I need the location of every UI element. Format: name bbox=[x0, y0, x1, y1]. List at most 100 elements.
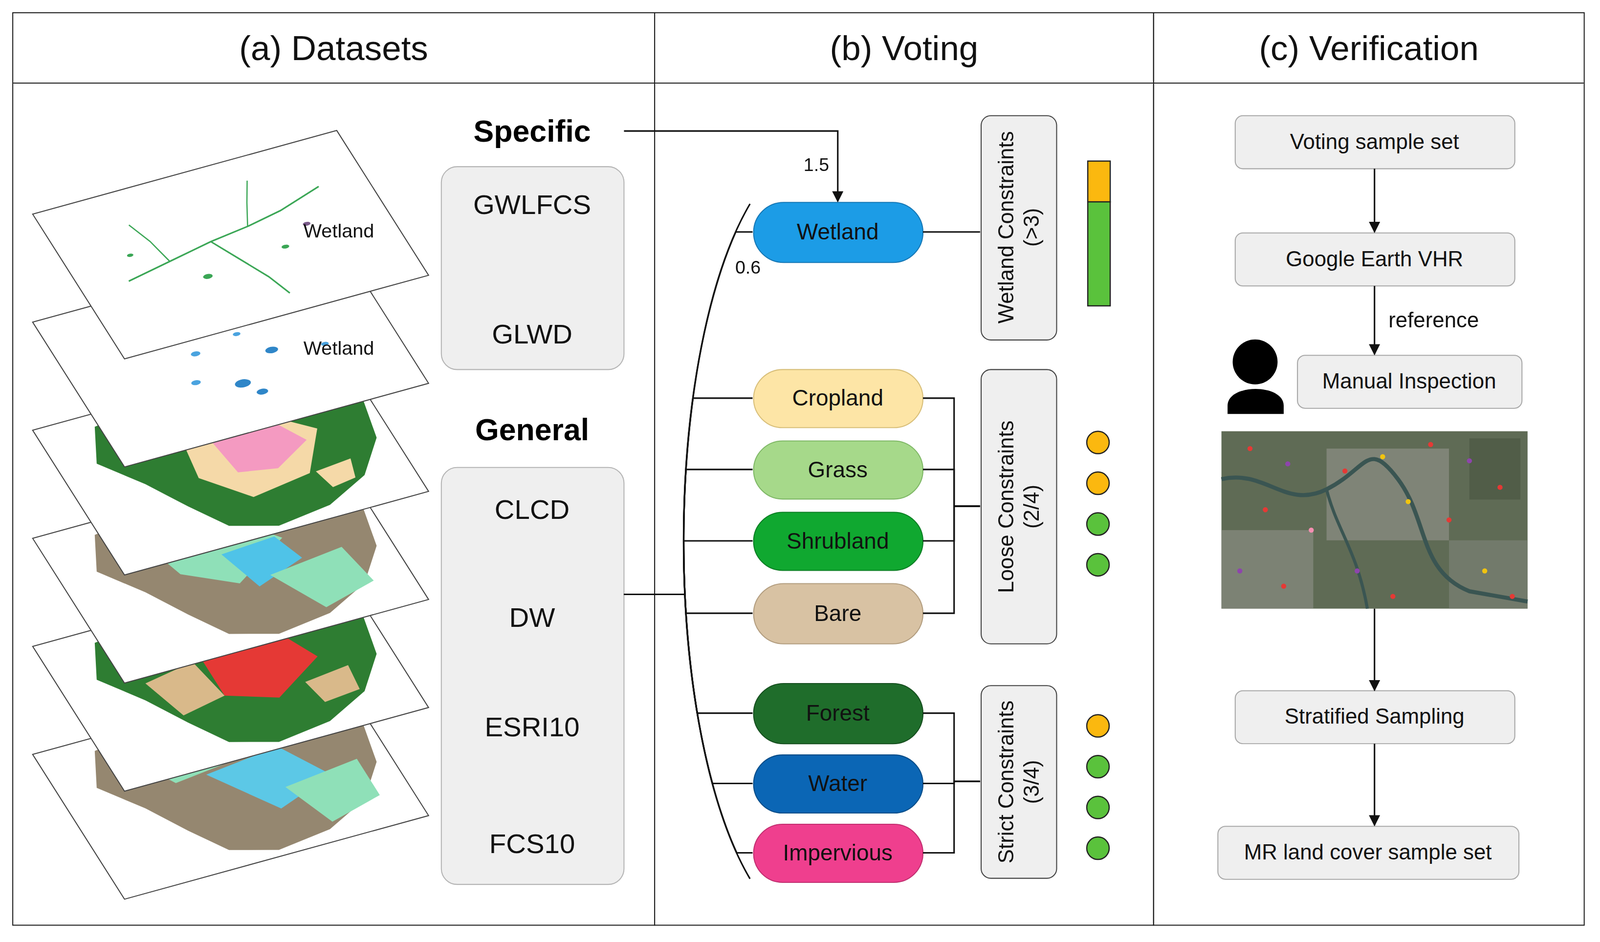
connector bbox=[623, 131, 838, 202]
connector bbox=[922, 713, 981, 783]
land-patch bbox=[171, 399, 345, 508]
land-patch bbox=[201, 738, 342, 822]
process-box: MR land cover sample set bbox=[1216, 825, 1519, 880]
land-area bbox=[70, 675, 419, 884]
sample-point bbox=[1446, 517, 1452, 523]
class-pill: Grass bbox=[752, 439, 923, 500]
dataset-box: CLCDDWESRI10FCS10 bbox=[440, 466, 625, 886]
map-layer bbox=[32, 130, 429, 359]
layer-label: Wetland bbox=[303, 337, 375, 361]
sample-point bbox=[1354, 568, 1360, 574]
connector bbox=[623, 398, 753, 595]
constraint-box: Wetland Constraints (>3) bbox=[980, 114, 1057, 341]
vegetation-patch bbox=[1469, 438, 1521, 500]
wetland-network bbox=[129, 220, 171, 266]
edge-label: reference bbox=[1388, 307, 1479, 333]
land-area bbox=[70, 567, 419, 776]
land-patch bbox=[137, 501, 301, 601]
sample-point bbox=[1285, 461, 1291, 467]
map-layer bbox=[32, 455, 429, 684]
panel: (c) VerificationVoting sample setGoogle … bbox=[1153, 12, 1585, 927]
edge-label: 0.6 bbox=[735, 257, 761, 280]
connector bbox=[922, 469, 981, 507]
sample-point bbox=[1237, 568, 1243, 574]
edge-label: 1.5 bbox=[803, 154, 830, 176]
constraint-box: Strict Constraints (3/4) bbox=[980, 684, 1057, 879]
indicator-dot bbox=[1086, 431, 1110, 455]
river bbox=[1326, 489, 1368, 610]
layer-sheet bbox=[32, 455, 429, 684]
connector bbox=[623, 541, 753, 595]
connector bbox=[922, 506, 981, 542]
wetland-network bbox=[222, 180, 272, 227]
connector bbox=[922, 231, 981, 233]
layer-sheet bbox=[32, 671, 429, 900]
class-pill: Wetland bbox=[752, 201, 923, 263]
land-patch bbox=[280, 759, 388, 829]
dataset-name: GWLFCS bbox=[441, 188, 624, 221]
wetland-dot bbox=[280, 243, 290, 250]
class-pill: Water bbox=[752, 754, 923, 814]
process-box: Manual Inspection bbox=[1296, 354, 1522, 409]
wetland-dot bbox=[189, 350, 202, 358]
sample-point bbox=[1497, 484, 1503, 490]
voting-bracket bbox=[683, 203, 750, 879]
satellite-image bbox=[1221, 431, 1528, 610]
flow-arrow bbox=[1373, 609, 1376, 691]
dataset-name: FCS10 bbox=[441, 827, 624, 861]
wetland-dot bbox=[255, 387, 270, 396]
dataset-group: GWLFCSGLWDSpecific bbox=[440, 108, 625, 370]
sample-point bbox=[1427, 442, 1433, 448]
land-patch bbox=[265, 544, 381, 616]
class-label: Bare bbox=[813, 600, 862, 627]
land-area bbox=[70, 459, 419, 668]
dataset-box: GWLFCS GLWD bbox=[440, 165, 625, 370]
land-patch bbox=[231, 611, 286, 641]
sample-point bbox=[1247, 446, 1253, 452]
dataset-name: GLWD bbox=[441, 317, 624, 351]
panel-title: (a) Datasets bbox=[13, 13, 655, 84]
land-patch bbox=[302, 665, 365, 704]
dataset-name: CLCD bbox=[441, 493, 624, 527]
layer-sheet bbox=[32, 346, 429, 575]
indicator-bar bbox=[1087, 161, 1111, 202]
person-icon bbox=[1232, 339, 1278, 385]
process-box: Google Earth VHR bbox=[1234, 232, 1515, 287]
land-patch bbox=[117, 719, 252, 792]
map-layer bbox=[32, 563, 429, 792]
land-patch bbox=[140, 659, 230, 721]
connector bbox=[922, 781, 981, 784]
class-pill: Impervious bbox=[752, 823, 923, 883]
group-heading: General bbox=[409, 407, 655, 453]
connector bbox=[623, 232, 753, 595]
connector bbox=[623, 594, 753, 784]
indicator-dot bbox=[1086, 796, 1110, 820]
class-label: Forest bbox=[806, 700, 870, 727]
step-label: MR land cover sample set bbox=[1244, 840, 1492, 865]
indicator-dot bbox=[1086, 715, 1110, 738]
process-box: Stratified Sampling bbox=[1234, 690, 1515, 745]
layer-sheet bbox=[32, 563, 429, 792]
wetland-dot bbox=[233, 377, 253, 390]
wetland-dot bbox=[272, 311, 283, 318]
map-layer bbox=[32, 346, 429, 575]
indicator-dot bbox=[1086, 553, 1110, 577]
dataset-group: CLCDDWESRI10FCS10General bbox=[440, 407, 625, 886]
step-label: Manual Inspection bbox=[1322, 369, 1497, 394]
step-label: Stratified Sampling bbox=[1284, 704, 1465, 730]
indicator-dot bbox=[1086, 472, 1110, 495]
sample-point bbox=[1308, 527, 1314, 533]
wetland-network bbox=[210, 230, 290, 305]
class-pill: Bare bbox=[752, 582, 923, 644]
wetland-dot bbox=[231, 331, 242, 337]
constraint-box: Loose Constraints (2/4) bbox=[980, 368, 1057, 644]
dataset-name: ESRI10 bbox=[441, 710, 624, 744]
land-patch bbox=[219, 533, 312, 592]
class-label: Wetland bbox=[796, 219, 879, 246]
constraint-label: Wetland Constraints (>3) bbox=[992, 122, 1044, 332]
land-patch bbox=[207, 414, 318, 481]
